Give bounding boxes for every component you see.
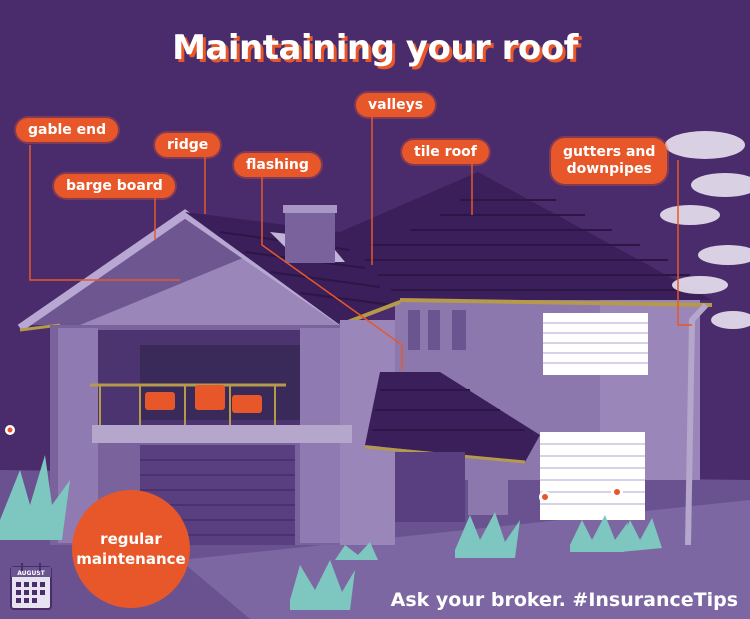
ridge-roof <box>185 212 400 325</box>
label-gable-end: gable end <box>16 118 119 142</box>
flowers <box>5 425 623 503</box>
label-leader-lines <box>29 117 692 370</box>
footer-tagline: Ask your broker. #InsuranceTips <box>390 589 738 611</box>
maintenance-line2: maintenance <box>76 550 186 568</box>
gutter <box>399 298 713 307</box>
calendar-icon: AUGUST <box>10 563 52 610</box>
deck-chairs <box>145 385 262 413</box>
calendar-month: AUGUST <box>17 570 45 577</box>
porch-roof <box>365 372 540 462</box>
tree-foliage <box>660 131 750 329</box>
window-lower <box>540 432 645 520</box>
chimney <box>285 208 335 263</box>
deck-floor <box>92 425 352 443</box>
tile-roof <box>340 172 712 300</box>
label-gutters-line1: gutters and <box>563 144 656 160</box>
maintenance-line1: regular <box>100 530 162 548</box>
label-ridge: ridge <box>155 133 221 157</box>
downpipe <box>685 302 709 546</box>
label-gutters-and-downpipes: gutters and downpipes <box>551 138 668 184</box>
label-gutters-line2: downpipes <box>566 161 652 177</box>
label-flashing: flashing <box>234 153 321 177</box>
page-title: Maintaining your roof <box>172 28 578 68</box>
label-barge-board: barge board <box>54 174 175 198</box>
front-door <box>395 452 465 522</box>
label-tile-roof: tile roof <box>402 140 489 164</box>
label-valleys: valleys <box>356 93 436 117</box>
plants <box>0 455 662 610</box>
regular-maintenance-badge: regular maintenance <box>72 490 190 608</box>
